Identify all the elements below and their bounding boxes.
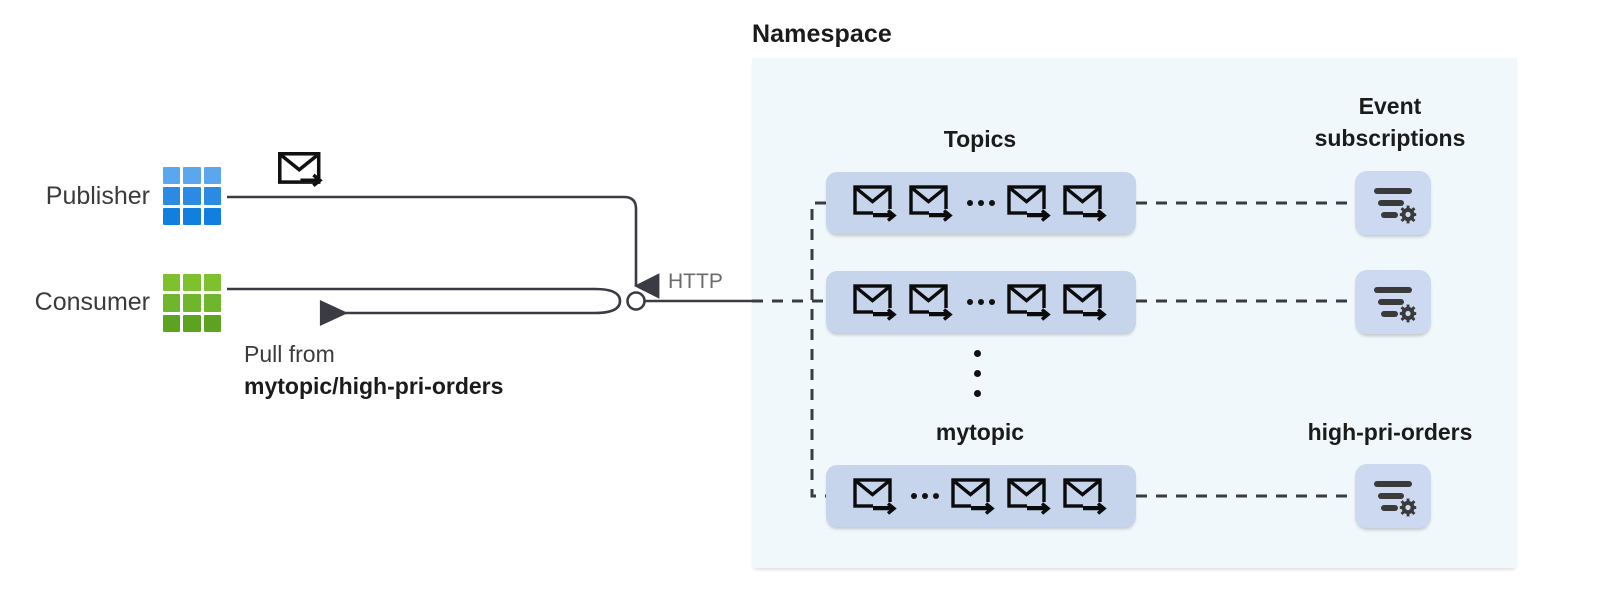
consumer-pull-wire <box>227 287 622 326</box>
envelope-arrow-icon <box>951 478 995 515</box>
publisher-label: Publisher <box>45 182 150 210</box>
horizontal-ellipsis <box>967 299 995 305</box>
envelope-arrow-icon <box>1007 284 1051 321</box>
message-envelope-icon <box>278 152 323 187</box>
ellipsis-dot <box>974 370 981 377</box>
pull-caption: Pull from mytopic/high-pri-orders <box>244 338 503 402</box>
event-subscription-tile[interactable] <box>1355 270 1431 334</box>
publisher-publish-wire <box>227 195 660 299</box>
publisher-grid-icon <box>163 167 221 225</box>
envelope-arrow-icon <box>853 284 897 321</box>
envelope-arrow-icon <box>909 284 953 321</box>
ellipsis-dot <box>974 390 981 397</box>
filter-settings-icon <box>1374 481 1417 517</box>
pull-caption-topic-path: mytopic/high-pri-orders <box>244 373 504 399</box>
topic-name-label: mytopic <box>935 419 1025 445</box>
envelope-arrow-icon <box>909 185 953 222</box>
pull-caption-line1: Pull from <box>244 341 335 367</box>
event-subscriptions-header-line2: subscriptions <box>1314 125 1466 151</box>
envelope-arrow-icon <box>1063 284 1107 321</box>
event-subscriptions-header-line1: Event <box>1358 93 1422 119</box>
horizontal-ellipsis <box>911 493 939 499</box>
topic-row[interactable] <box>826 172 1136 234</box>
topic-row[interactable] <box>826 465 1136 527</box>
vertical-ellipsis <box>974 350 981 397</box>
envelope-arrow-icon <box>853 185 897 222</box>
topics-column-header: Topics <box>943 126 1017 152</box>
envelope-arrow-icon <box>1007 478 1051 515</box>
event-subscription-tile[interactable] <box>1355 171 1431 235</box>
ellipsis-dot <box>974 350 981 357</box>
http-endpoint-node <box>626 291 646 311</box>
consumer-label: Consumer <box>34 288 150 316</box>
envelope-arrow-icon <box>853 478 897 515</box>
envelope-arrow-icon <box>1063 185 1107 222</box>
namespace-title: Namespace <box>752 20 892 48</box>
http-protocol-label: HTTP <box>668 270 723 293</box>
filter-settings-icon <box>1374 287 1417 323</box>
event-subscription-tile[interactable] <box>1355 464 1431 528</box>
horizontal-ellipsis <box>967 200 995 206</box>
event-subscriptions-column-header: Event subscriptions <box>1290 90 1490 154</box>
consumer-grid-icon <box>163 274 221 332</box>
envelope-arrow-icon <box>1063 478 1107 515</box>
topic-row[interactable] <box>826 271 1136 333</box>
envelope-arrow-icon <box>1007 185 1051 222</box>
filter-settings-icon <box>1374 188 1417 224</box>
subscription-name-label: high-pri-orders <box>1307 419 1473 445</box>
